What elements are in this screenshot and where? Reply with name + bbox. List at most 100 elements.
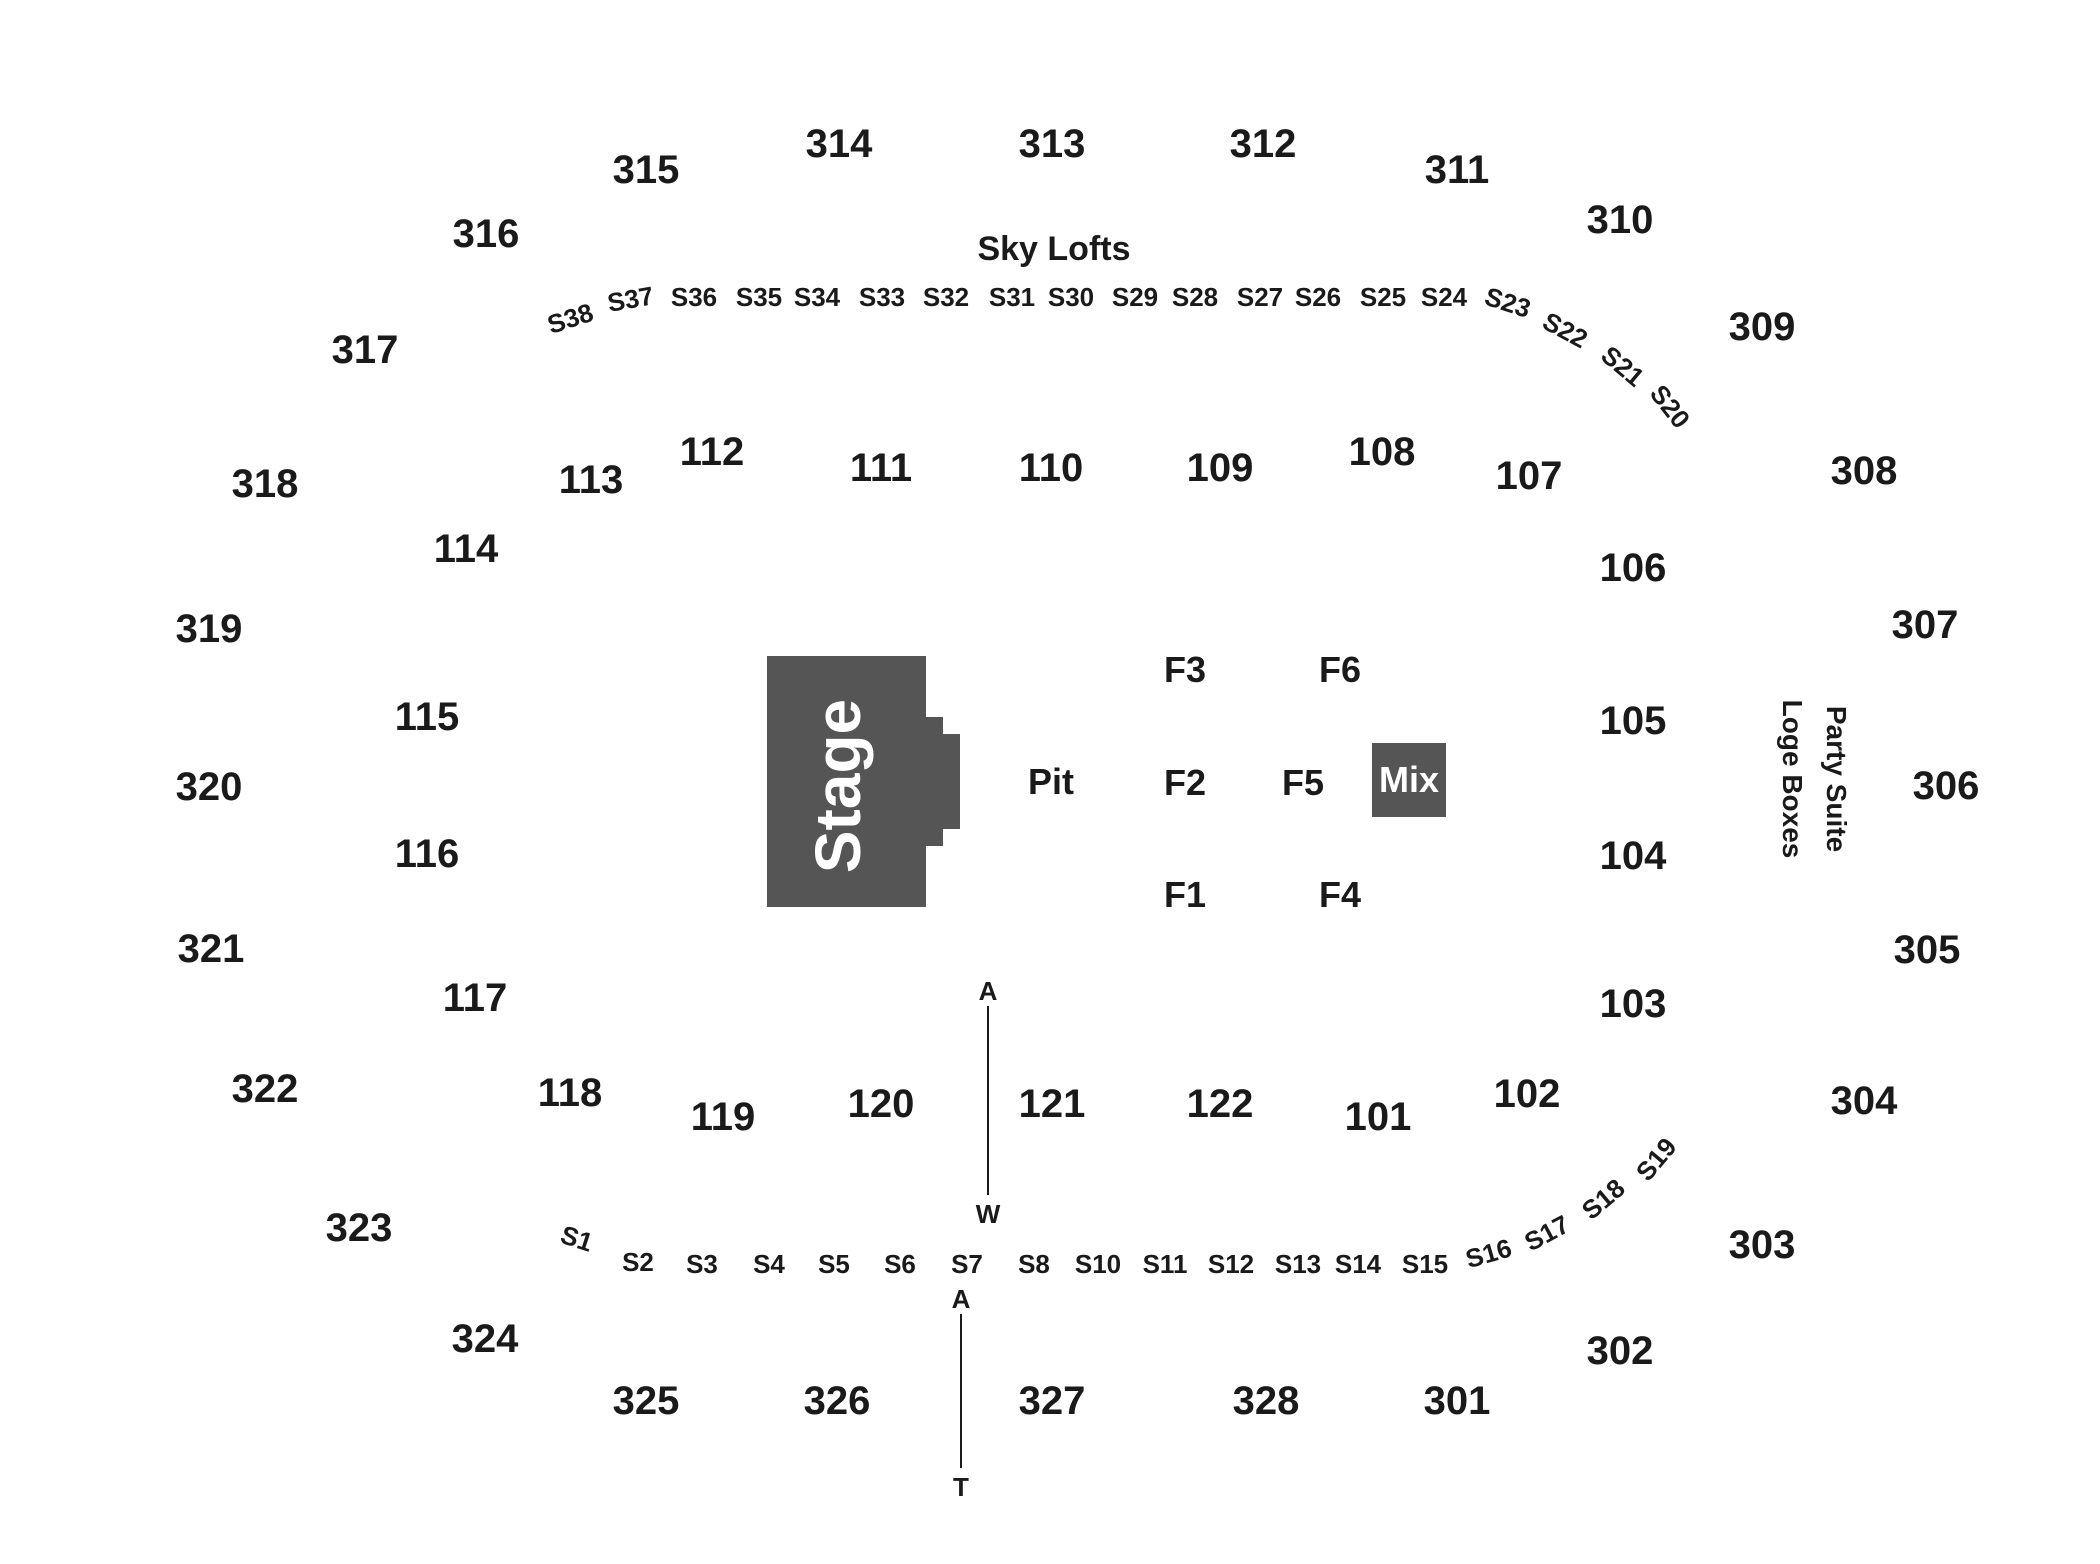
section-328[interactable]: 328 — [1233, 1379, 1300, 1423]
suite-S8[interactable]: S8 — [1018, 1249, 1050, 1279]
suite-S38[interactable]: S38 — [544, 297, 597, 340]
section-109[interactable]: 109 — [1187, 446, 1254, 490]
suite-S4[interactable]: S4 — [753, 1249, 785, 1279]
suite-S6[interactable]: S6 — [884, 1249, 916, 1279]
suite-S28[interactable]: S28 — [1172, 282, 1218, 312]
suite-S13[interactable]: S13 — [1275, 1249, 1321, 1279]
suite-S23[interactable]: S23 — [1481, 281, 1534, 324]
suite-S5[interactable]: S5 — [818, 1249, 850, 1279]
section-327[interactable]: 327 — [1019, 1379, 1086, 1423]
suite-S21[interactable]: S21 — [1595, 340, 1650, 393]
section-319[interactable]: 319 — [176, 607, 243, 651]
section-305[interactable]: 305 — [1894, 928, 1961, 972]
suite-S10[interactable]: S10 — [1075, 1249, 1121, 1279]
section-322[interactable]: 322 — [232, 1067, 299, 1111]
suite-S14[interactable]: S14 — [1335, 1249, 1382, 1279]
section-303[interactable]: 303 — [1729, 1223, 1796, 1267]
section-114[interactable]: 114 — [434, 527, 499, 571]
section-306[interactable]: 306 — [1913, 764, 1980, 808]
suite-S20[interactable]: S20 — [1644, 379, 1696, 434]
section-307[interactable]: 307 — [1892, 603, 1959, 647]
section-321[interactable]: 321 — [178, 927, 245, 971]
section-F6[interactable]: F6 — [1319, 649, 1361, 690]
section-318[interactable]: 318 — [232, 462, 299, 506]
section-F5[interactable]: F5 — [1282, 762, 1324, 803]
suite-S32[interactable]: S32 — [923, 282, 969, 312]
section-311[interactable]: 311 — [1425, 148, 1490, 192]
section-116[interactable]: 116 — [395, 832, 460, 876]
section-110[interactable]: 110 — [1019, 446, 1084, 490]
suite-S15[interactable]: S15 — [1402, 1249, 1448, 1279]
section-314[interactable]: 314 — [806, 122, 873, 166]
section-326[interactable]: 326 — [804, 1379, 871, 1423]
suite-S11[interactable]: S11 — [1143, 1249, 1188, 1279]
section-313[interactable]: 313 — [1019, 122, 1086, 166]
section-120[interactable]: 120 — [848, 1082, 915, 1126]
suite-S34[interactable]: S34 — [794, 282, 841, 312]
section-323[interactable]: 323 — [326, 1206, 393, 1250]
suite-S1[interactable]: S1 — [557, 1219, 597, 1257]
suite-S7[interactable]: S7 — [951, 1249, 983, 1279]
section-302[interactable]: 302 — [1587, 1329, 1654, 1373]
mix-shape — [1372, 743, 1446, 817]
suite-S18[interactable]: S18 — [1576, 1173, 1631, 1226]
section-107[interactable]: 107 — [1496, 454, 1563, 498]
suite-S17[interactable]: S17 — [1519, 1209, 1574, 1257]
suite-S30[interactable]: S30 — [1048, 282, 1094, 312]
loge-boxes-label[interactable]: Loge Boxes — [1777, 700, 1808, 859]
suite-S27[interactable]: S27 — [1237, 282, 1283, 312]
section-111[interactable]: 111 — [850, 446, 912, 490]
suite-S25[interactable]: S25 — [1360, 282, 1406, 312]
section-324[interactable]: 324 — [452, 1317, 519, 1361]
section-315[interactable]: 315 — [613, 148, 680, 192]
section-F4[interactable]: F4 — [1319, 874, 1361, 915]
stage[interactable]: Stage — [767, 656, 960, 907]
section-310[interactable]: 310 — [1587, 198, 1654, 242]
suite-S16[interactable]: S16 — [1462, 1233, 1515, 1275]
section-320[interactable]: 320 — [176, 765, 243, 809]
suite-S29[interactable]: S29 — [1112, 282, 1158, 312]
section-108[interactable]: 108 — [1349, 430, 1416, 474]
section-104[interactable]: 104 — [1600, 834, 1667, 878]
suite-S35[interactable]: S35 — [736, 282, 782, 312]
section-115[interactable]: 115 — [395, 695, 460, 739]
section-113[interactable]: 113 — [559, 458, 624, 502]
section-119[interactable]: 119 — [691, 1095, 756, 1139]
section-101[interactable]: 101 — [1345, 1095, 1412, 1139]
suite-S12[interactable]: S12 — [1208, 1249, 1254, 1279]
suite-S3[interactable]: S3 — [686, 1249, 718, 1279]
section-118[interactable]: 118 — [538, 1071, 603, 1115]
section-pit[interactable]: Pit — [1028, 761, 1074, 802]
section-103[interactable]: 103 — [1600, 982, 1667, 1026]
section-112[interactable]: 112 — [680, 430, 745, 474]
party-suite-label[interactable]: Party Suite — [1821, 706, 1852, 852]
suite-S22[interactable]: S22 — [1538, 306, 1593, 354]
section-117[interactable]: 117 — [443, 976, 508, 1020]
suite-S31[interactable]: S31 — [989, 282, 1035, 312]
section-304[interactable]: 304 — [1831, 1079, 1898, 1123]
section-105[interactable]: 105 — [1600, 699, 1667, 743]
suite-S33[interactable]: S33 — [859, 282, 905, 312]
section-317[interactable]: 317 — [332, 328, 399, 372]
suite-S19[interactable]: S19 — [1630, 1132, 1683, 1187]
suite-S36[interactable]: S36 — [671, 282, 717, 312]
suite-S26[interactable]: S26 — [1295, 282, 1341, 312]
section-F2[interactable]: F2 — [1164, 762, 1206, 803]
section-309[interactable]: 309 — [1729, 305, 1796, 349]
suite-S24[interactable]: S24 — [1421, 282, 1468, 312]
mix-position[interactable]: Mix — [1372, 743, 1446, 817]
section-312[interactable]: 312 — [1230, 122, 1297, 166]
section-121[interactable]: 121 — [1019, 1082, 1086, 1126]
section-F1[interactable]: F1 — [1164, 874, 1206, 915]
section-308[interactable]: 308 — [1831, 449, 1898, 493]
section-301[interactable]: 301 — [1424, 1379, 1491, 1423]
section-316[interactable]: 316 — [453, 212, 520, 256]
section-102[interactable]: 102 — [1494, 1072, 1561, 1116]
suite-S2[interactable]: S2 — [622, 1247, 654, 1277]
aisle-aw: A W — [976, 976, 1001, 1229]
section-106[interactable]: 106 — [1600, 546, 1667, 590]
section-F3[interactable]: F3 — [1164, 649, 1206, 690]
section-325[interactable]: 325 — [613, 1379, 680, 1423]
suite-S37[interactable]: S37 — [605, 280, 656, 318]
section-122[interactable]: 122 — [1187, 1082, 1254, 1126]
